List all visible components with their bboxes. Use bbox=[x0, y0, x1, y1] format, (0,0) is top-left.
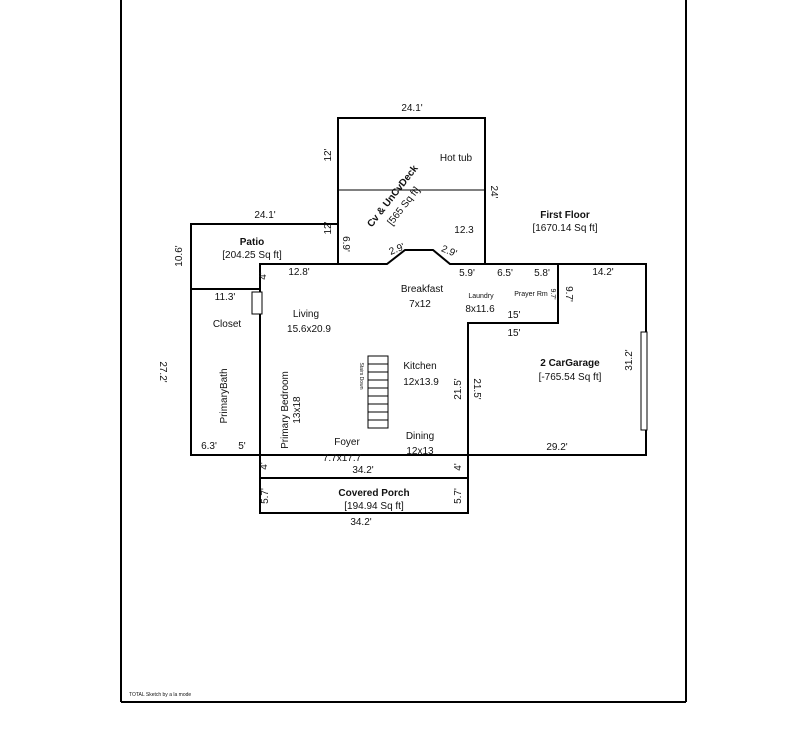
dim-9-7: 9.7' bbox=[563, 286, 574, 302]
footer-credit: TOTAL Sketch by a la mode bbox=[129, 692, 191, 698]
dim-21-5b: 21.5' bbox=[471, 378, 482, 399]
dim-deck-top: 24.1' bbox=[401, 103, 422, 114]
dim-5-8: 5.8' bbox=[534, 268, 550, 279]
kitchen-name: Kitchen bbox=[403, 361, 436, 372]
breakfast-name: Breakfast bbox=[401, 284, 443, 295]
laundry-size: 8x11.6 bbox=[465, 304, 495, 315]
floor-area: [1670.14 Sq ft] bbox=[532, 223, 597, 234]
closet-label: Closet bbox=[213, 319, 242, 330]
breakfast-size: 7x12 bbox=[409, 299, 431, 310]
dim-14-2: 14.2' bbox=[592, 267, 613, 278]
stairs-label: Stairs Down bbox=[358, 363, 364, 390]
deck-outline bbox=[337, 117, 486, 264]
kitchen-size: 12x13.9 bbox=[403, 377, 439, 388]
patio-area: [204.25 Sq ft] bbox=[222, 250, 282, 261]
dim-4a: 4' bbox=[258, 272, 269, 280]
dim-porch-bottom: 34.2' bbox=[350, 517, 371, 528]
dim-6-5: 6.5' bbox=[497, 268, 513, 279]
dim-patio-left: 10.6' bbox=[174, 245, 185, 266]
dim-deck-69: 6.9' bbox=[340, 236, 351, 252]
garage-door bbox=[640, 331, 648, 431]
porch-outline bbox=[259, 477, 469, 514]
prayer-room-label: Prayer Rm bbox=[514, 291, 548, 298]
garage-name: 2 CarGarage bbox=[540, 358, 600, 369]
dim-garage-31-2: 31.2' bbox=[624, 349, 635, 370]
dim-deck-inner: 12' bbox=[323, 221, 334, 234]
dim-11-3: 11.3' bbox=[215, 292, 236, 303]
living-size: 15.6x20.9 bbox=[287, 324, 331, 335]
dim-porch-5-7b: 5.7' bbox=[453, 488, 464, 504]
foyer-size: 7.7x17.7 bbox=[323, 453, 362, 464]
dim-porch-5-7a: 5.7' bbox=[260, 488, 271, 504]
patio-outline bbox=[190, 223, 338, 289]
garage-area: [-765.54 Sq ft] bbox=[539, 372, 602, 383]
closet-door bbox=[251, 291, 263, 315]
patio-name: Patio bbox=[240, 237, 264, 248]
dim-4b: 4' bbox=[259, 462, 270, 470]
dim-12-8: 12.8' bbox=[288, 267, 309, 278]
porch-name: Covered Porch bbox=[338, 488, 409, 499]
dim-6-3: 6.3' bbox=[201, 441, 217, 452]
floor-title: First Floor bbox=[540, 210, 590, 221]
dim-garage-29-2: 29.2' bbox=[546, 442, 567, 453]
dim-15a: 15' bbox=[507, 310, 520, 321]
dim-34-2a: 34.2' bbox=[352, 465, 373, 476]
dim-5: 5' bbox=[238, 441, 246, 452]
dim-4c: 4' bbox=[453, 463, 464, 471]
dim-21-5a: 21.5' bbox=[453, 378, 464, 399]
primary-bed-size: 13x18 bbox=[292, 396, 303, 424]
dim-left-27-2: 27.2' bbox=[157, 361, 168, 382]
porch-area: [194.94 Sq ft] bbox=[344, 501, 404, 512]
dim-deck-left: 12' bbox=[323, 148, 334, 161]
dim-deck-29a: 2.9' bbox=[388, 242, 407, 258]
dim-deck-right: 24' bbox=[488, 185, 499, 198]
primary-bath-label: PrimaryBath bbox=[219, 368, 230, 423]
dining-name: Dining bbox=[406, 431, 434, 442]
foyer-name: Foyer bbox=[334, 437, 360, 448]
dim-15b: 15' bbox=[507, 328, 520, 339]
stairs bbox=[367, 355, 389, 429]
laundry-name: Laundry bbox=[468, 293, 494, 300]
deck-value-label: 12.3 bbox=[454, 225, 474, 236]
dim-5-9: 5.9' bbox=[459, 268, 475, 279]
living-name: Living bbox=[293, 309, 319, 320]
hot-tub-label: Hot tub bbox=[440, 153, 473, 164]
dining-size: 12x13 bbox=[406, 446, 434, 457]
primary-bed-name: Primary Bedroom bbox=[280, 371, 291, 449]
dim-9-7-inner: 9.7' bbox=[549, 288, 556, 299]
dim-patio-top: 24.1' bbox=[254, 210, 275, 221]
